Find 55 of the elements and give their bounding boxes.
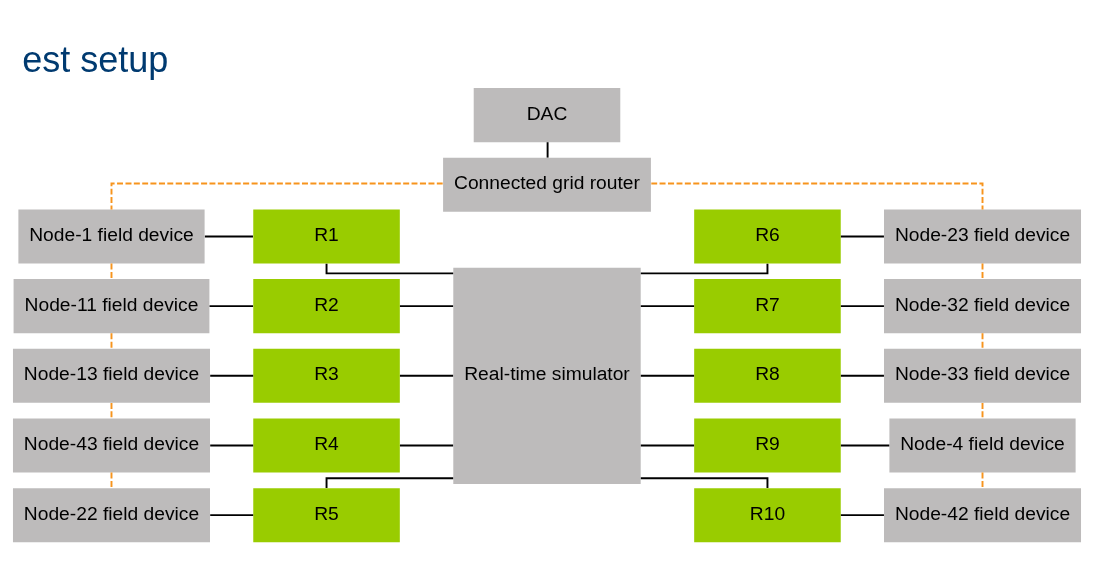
connector <box>839 513 885 516</box>
connector <box>639 262 769 274</box>
connector <box>203 235 254 237</box>
node-box: Node-13 field device <box>13 348 210 403</box>
connector <box>208 304 254 307</box>
connector <box>110 401 113 419</box>
diagram-title: est setup <box>22 38 169 80</box>
node-box: Node-4 field device <box>889 417 1076 472</box>
connector <box>839 374 885 377</box>
node-box: Node-32 field device <box>884 278 1081 333</box>
connector <box>110 331 113 350</box>
node-box: R7 <box>694 278 841 333</box>
connector <box>209 513 255 516</box>
connector <box>639 476 769 489</box>
connector <box>981 262 984 280</box>
connector <box>209 374 255 377</box>
connector <box>839 444 891 446</box>
connector <box>399 304 455 307</box>
node-box: Node-22 field device <box>13 487 210 542</box>
node-box: R6 <box>694 208 841 263</box>
node-box: Real-time simulator <box>453 267 641 484</box>
node-box: Node-42 field device <box>884 487 1081 542</box>
node-box: R2 <box>253 278 400 333</box>
node-box: Connected grid router <box>443 157 651 212</box>
connector <box>399 444 455 446</box>
node-box: R5 <box>253 487 400 542</box>
connector <box>110 471 113 489</box>
node-box: R9 <box>694 417 841 472</box>
connector <box>209 444 255 446</box>
node-box: R3 <box>253 348 400 403</box>
connector <box>639 304 696 307</box>
connector <box>650 182 984 210</box>
node-box: DAC <box>473 87 621 142</box>
node-box: Node-43 field device <box>13 417 210 472</box>
connector <box>839 235 885 237</box>
connector <box>546 140 549 159</box>
node-box: Node-11 field device <box>13 278 210 333</box>
connector <box>639 444 696 446</box>
connector <box>110 182 444 210</box>
node-box: R1 <box>253 208 400 263</box>
node-box: Node-33 field device <box>884 348 1081 403</box>
connector <box>981 471 984 489</box>
node-box: R8 <box>694 348 841 403</box>
connector <box>325 262 455 274</box>
connector <box>981 331 984 350</box>
node-box: Node-23 field device <box>884 208 1081 263</box>
connector <box>399 374 455 377</box>
connector <box>839 304 885 307</box>
node-box: Node-1 field device <box>18 208 205 263</box>
node-box: R4 <box>253 417 400 472</box>
connector <box>981 401 984 419</box>
connector <box>639 374 696 377</box>
connector <box>325 476 455 489</box>
connector <box>110 262 113 280</box>
node-box: R10 <box>694 487 841 542</box>
